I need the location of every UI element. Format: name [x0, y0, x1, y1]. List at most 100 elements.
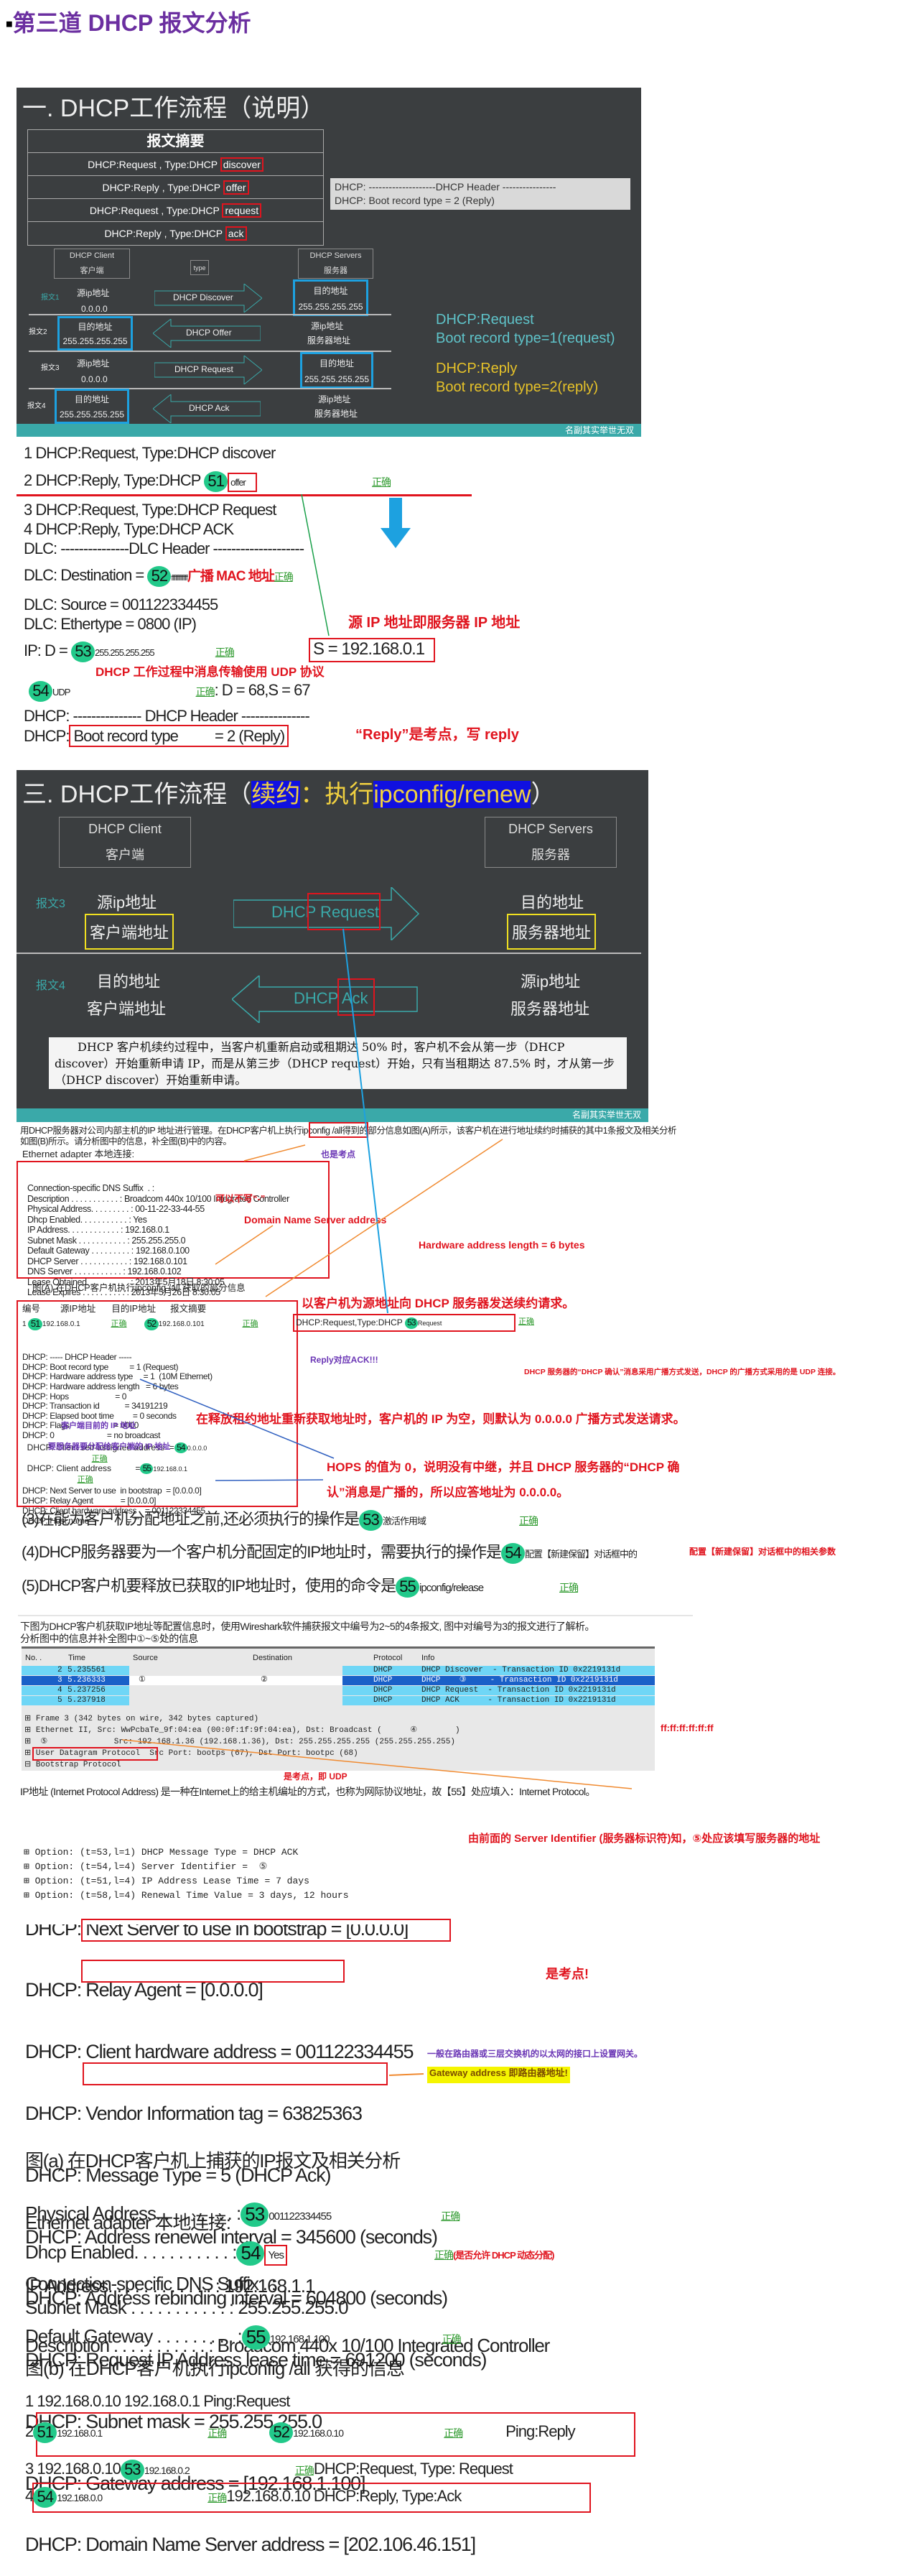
arrow-label: DHCP Request: [271, 903, 379, 921]
answer-badge-52: 52: [147, 566, 172, 587]
answer-51: offer: [228, 473, 257, 493]
msg-label: 报文2: [29, 328, 47, 336]
note-request-type: Boot record type=1(request): [436, 330, 615, 346]
gateway-box: [83, 2062, 388, 2085]
src-ip-label: 源ip地址: [521, 973, 581, 991]
answer-badge-55: 55: [241, 2325, 270, 2350]
note-reply: “Reply”是考点，写 reply: [355, 727, 519, 743]
option-item[interactable]: ⊞ Option: (t=58,l=4) Renewal Time Value …: [24, 1890, 349, 1901]
source-ip-box: S = 192.168.0.1: [309, 638, 435, 662]
divider: [29, 314, 391, 315]
server-addr-label: 服务器地址: [314, 409, 358, 419]
connector-line: [243, 1144, 306, 1162]
slide-title: 三. DHCP工作流程（续约：执行ipconfig/renew）: [22, 781, 556, 808]
table-row: DHCP:Request , Type:DHCP request: [28, 199, 323, 222]
answer-54: UDP: [52, 687, 70, 698]
correct-mark: 正确: [442, 2332, 462, 2345]
answer-badge-51: 51: [204, 471, 228, 492]
type-highlight: discover: [220, 157, 263, 172]
note-udp-broadcast: DHCP 服务器的“DHCP 确认”消息采用广播方式发送，DHCP 的广播方式采…: [524, 1368, 841, 1376]
note-udp-key: 是考点，即 UDP: [284, 1771, 347, 1782]
line-4: 4 DHCP:Reply, Type:DHCP ACK: [24, 520, 234, 538]
answer-badge-54: 54: [236, 2241, 265, 2266]
src-ip-label: 源ip地址: [311, 321, 344, 331]
slide-footer: 名副其实举世无双: [17, 1108, 648, 1122]
table-header: 报文摘要: [28, 130, 323, 153]
correct-mark: 正确: [559, 1582, 579, 1594]
slide-footer: 名副其实举世无双: [17, 424, 641, 437]
arrow-left-icon: [153, 394, 261, 423]
correct-mark: 正确: [195, 686, 215, 698]
tree-item[interactable]: ⊞ Ethernet II, Src: WwPcbaTe_9f:04:ea (0…: [24, 1726, 460, 1735]
divider: [18, 1615, 693, 1616]
option-item[interactable]: ⊞ Option: (t=54,l=4) Server Identifier =…: [24, 1861, 268, 1872]
tree-item[interactable]: ⊞ ⑤ Src: 192.168.1.36 (192.168.1.36), Ds…: [24, 1738, 455, 1746]
note-hw-length: Hardware address length = 6 bytes: [419, 1239, 585, 1251]
msg-label: 报文1: [41, 294, 60, 302]
message-summary-table: 报文摘要 DHCP:Request , Type:DHCP discover D…: [27, 129, 324, 246]
tree-item[interactable]: ⊞ Frame 3 (342 bytes on wire, 342 bytes …: [24, 1715, 259, 1723]
type-box: type: [190, 260, 209, 275]
arrow-down-icon: [381, 498, 411, 548]
correct-mark: 正确: [518, 1317, 534, 1326]
note-hops-2: 认”消息是广播的，所以应答地址为 0.0.0.0。: [327, 1486, 569, 1499]
server-addr-label: 服务器地址: [510, 1000, 590, 1018]
table-row: DHCP:Request , Type:DHCP discover: [28, 153, 323, 176]
slide-title: 一. DHCP工作流程（说明）: [22, 95, 325, 122]
packet-columns: 编号源IP地址目的IP地址报文摘要: [22, 1304, 207, 1314]
answer-badge-53: 53: [241, 2202, 269, 2227]
highlight-box: [309, 1122, 368, 1138]
correct-mark: 正确: [91, 1455, 108, 1464]
option-item[interactable]: ⊞ Option: (t=53,l=1) DHCP Message Type =…: [24, 1847, 299, 1858]
type-highlight: ack: [225, 226, 247, 241]
note-reply-ack: Reply对应ACK!!!: [310, 1355, 378, 1365]
arrow-right-icon: [154, 356, 262, 384]
note-reservation: 配置【新建保留】对话框中的相关参数: [689, 1547, 836, 1557]
answer-53: 255.255.255.255: [94, 647, 155, 659]
answer-badge-54: 54: [29, 681, 52, 702]
slide-dhcp-workflow: 一. DHCP工作流程（说明） 报文摘要 DHCP:Request , Type…: [17, 88, 641, 437]
type-highlight: request: [222, 203, 262, 218]
correct-mark: 正确: [519, 1515, 538, 1527]
answer-badge-55: 55: [396, 1577, 420, 1598]
correct-mark: 正确: [441, 2210, 460, 2222]
src-ip-label: 源ip地址: [97, 894, 157, 912]
correct-mark: 正确: [274, 571, 294, 583]
src-ip-label: 源ip地址: [77, 358, 110, 369]
answer-badge-53: 53: [404, 1317, 418, 1329]
correct-mark: 正确: [372, 476, 391, 488]
note-reply: DHCP:Reply: [436, 361, 518, 376]
note-reply-type: Boot record type=2(reply): [436, 379, 599, 395]
bullet-icon: ■: [6, 18, 13, 31]
note-dash: 可以不写“-”: [215, 1193, 266, 1204]
note-source-ip: 源 IP 地址即服务器 IP 地址: [348, 615, 521, 631]
src-ip-label: 源ip地址: [318, 394, 351, 404]
answer-badge-54: 54: [501, 1543, 526, 1564]
dest-addr-label: 目的地址: [521, 894, 584, 912]
tree-item[interactable]: ⊟ Bootstrap Protocol: [24, 1761, 121, 1769]
type-highlight: offer: [223, 180, 249, 195]
src-ip-value: 0.0.0.0: [81, 374, 108, 384]
note-renew-request: 以客户机为源地址向 DHCP 服务器发送续约请求。: [302, 1297, 575, 1310]
option-item[interactable]: ⊞ Option: (t=51,l=4) IP Address Lease Ti…: [24, 1876, 309, 1886]
line-8: DLC: Ethertype = 0800 (IP): [24, 615, 197, 633]
red-underline: [17, 494, 472, 496]
line-12: DHCP:Boot record type = 2 (Reply): [24, 725, 289, 747]
dhcp-header-list-2: DHCP: Next Server to use in bootstrap = …: [22, 1486, 205, 1526]
figure-a-caption: 图(A) 在DHCP客户机执行ipconfig /all 获取的部分信息: [32, 1283, 246, 1293]
dest-addr-label: 目的地址: [97, 973, 161, 991]
